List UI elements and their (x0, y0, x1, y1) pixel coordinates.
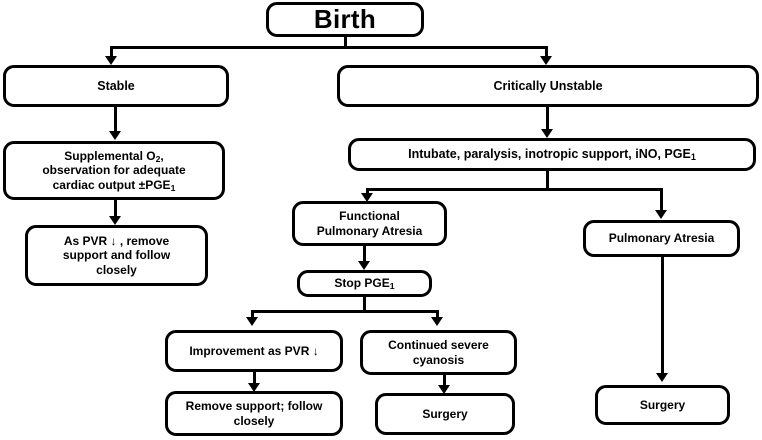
arrowhead-birth-to-critically-unstable (540, 56, 552, 65)
edge-intubate-to-pulmonary-atresia-drop (660, 188, 663, 213)
stop-pge-text: Stop PGE (334, 276, 390, 291)
supplemental-o2-line-2: observation for adequate (42, 163, 186, 178)
node-surgery-right-label: Surgery (639, 397, 686, 412)
node-improvement-pvr-label: Improvement as PVR ↓ (189, 343, 319, 358)
edge-stop-pge-to-improvement-drop (251, 310, 254, 320)
edge-cyanosis-to-surgery (443, 375, 446, 389)
node-functional-pa-label: Functional Pulmonary Atresia (299, 209, 440, 237)
node-critically-unstable[interactable]: Critically Unstable (337, 65, 759, 107)
edge-intubate-split-bar (366, 188, 663, 191)
edge-supplemental-o2-to-as-pvr (114, 200, 117, 219)
arrowhead-stop-pge-to-improvement (246, 317, 258, 326)
edge-intubate-to-functional-pa-drop (366, 188, 369, 196)
edge-functional-pa-to-stop-pge (363, 246, 366, 264)
remove-support-line-1: Remove support; follow (185, 399, 323, 414)
functional-pa-line-1: Functional (339, 209, 400, 224)
node-pulmonary-atresia-label: Pulmonary Atresia (608, 231, 715, 246)
node-stable[interactable]: Stable (3, 65, 229, 107)
arrowhead-stable-to-supplemental-o2 (109, 131, 121, 140)
node-as-pvr-remove-support[interactable]: As PVR ↓ , remove support and follow clo… (25, 225, 208, 286)
node-surgery-middle-label: Surgery (422, 406, 468, 421)
node-stable-label: Stable (97, 78, 135, 93)
arrowhead-stop-pge-to-cyanosis (431, 317, 443, 326)
node-as-pvr-label: As PVR ↓ , remove support and follow clo… (32, 234, 201, 276)
arrowhead-intubate-to-pulmonary-atresia (655, 210, 667, 219)
arrowhead-supplemental-o2-to-as-pvr (109, 216, 121, 225)
arrowhead-pulmonary-atresia-to-surgery (656, 373, 668, 382)
supplemental-o2-sub-1: 1 (170, 182, 176, 193)
intubate-text: Intubate, paralysis, inotropic support, … (408, 147, 691, 162)
edge-birth-stem (344, 37, 347, 48)
edge-improvement-to-remove-support (253, 372, 256, 386)
node-surgery-middle[interactable]: Surgery (375, 393, 515, 435)
edge-pulmonary-atresia-to-surgery (661, 257, 664, 376)
edge-birth-to-critically-unstable-drop (545, 46, 548, 59)
arrowhead-functional-pa-to-stop-pge (358, 261, 370, 270)
edge-birth-split-bar (110, 46, 548, 49)
node-remove-support-label: Remove support; follow closely (172, 399, 336, 427)
node-improvement-as-pvr[interactable]: Improvement as PVR ↓ (165, 330, 343, 372)
node-stop-pge[interactable]: Stop PGE1 (297, 270, 432, 297)
node-continued-cyanosis-label: Continued severe cyanosis (367, 338, 510, 366)
as-pvr-line-1: As PVR ↓ , remove (63, 234, 170, 249)
arrowhead-intubate-to-functional-pa (361, 193, 373, 202)
as-pvr-line-3: closely (96, 262, 137, 277)
node-birth-label: Birth (313, 4, 377, 35)
edge-intubate-stem (546, 171, 549, 191)
arrowhead-improvement-to-remove-support (248, 383, 260, 392)
edge-stop-pge-split-bar (251, 310, 439, 313)
edge-stop-pge-stem (363, 297, 366, 312)
node-remove-support-follow-closely[interactable]: Remove support; follow closely (165, 391, 343, 436)
node-critically-unstable-label: Critically Unstable (493, 78, 603, 93)
intubate-sub: 1 (690, 152, 696, 163)
node-birth[interactable]: Birth (266, 2, 424, 37)
node-surgery-right[interactable]: Surgery (595, 385, 730, 425)
node-intubate[interactable]: Intubate, paralysis, inotropic support, … (348, 138, 756, 171)
supplemental-o2-sub-2: 2 (155, 154, 161, 165)
node-functional-pulmonary-atresia[interactable]: Functional Pulmonary Atresia (292, 201, 447, 246)
continued-cyanosis-line-1: Continued severe (388, 338, 489, 353)
supplemental-o2-line-3: cardiac output ±PGE (52, 177, 171, 192)
continued-cyanosis-line-2: cyanosis (412, 352, 465, 367)
edge-stable-to-supplemental-o2 (114, 107, 117, 134)
arrowhead-critically-unstable-to-intubate (541, 129, 553, 138)
edge-critically-unstable-to-intubate (546, 107, 549, 132)
edge-stop-pge-to-cyanosis-drop (436, 310, 439, 320)
functional-pa-line-2: Pulmonary Atresia (316, 223, 423, 238)
arrowhead-cyanosis-to-surgery (438, 385, 450, 394)
remove-support-line-2: closely (233, 413, 275, 428)
node-intubate-label: Intubate, paralysis, inotropic support, … (355, 147, 749, 162)
node-continued-severe-cyanosis[interactable]: Continued severe cyanosis (360, 330, 517, 375)
node-supplemental-o2[interactable]: Supplemental O2, observation for adequat… (3, 141, 225, 200)
node-stop-pge-label: Stop PGE1 (304, 276, 425, 290)
arrowhead-birth-to-stable (105, 56, 117, 65)
as-pvr-line-2: support and follow (62, 248, 171, 263)
supplemental-o2-line-1: Supplemental O (64, 149, 156, 164)
supplemental-o2-comma: , (160, 149, 164, 164)
stop-pge-sub: 1 (389, 281, 395, 292)
node-supplemental-o2-label: Supplemental O2, observation for adequat… (10, 149, 218, 193)
node-pulmonary-atresia[interactable]: Pulmonary Atresia (583, 220, 740, 257)
edge-birth-to-stable-drop (110, 46, 113, 59)
